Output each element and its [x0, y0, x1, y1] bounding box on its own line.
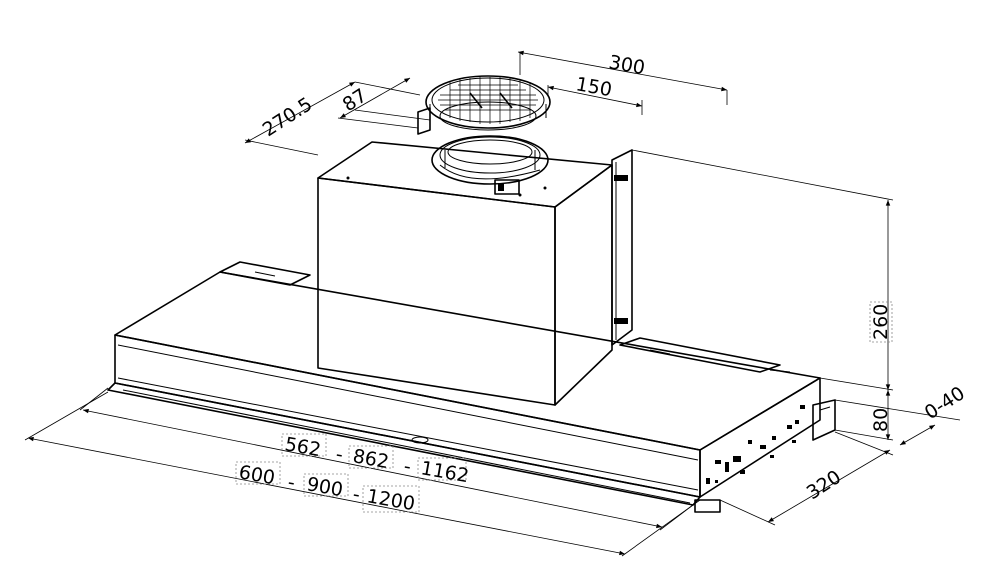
outer-width-1: 600 — [237, 461, 277, 489]
dim-87: 87 — [337, 77, 431, 129]
dim-150: 150 — [547, 73, 643, 115]
outer-width-3: 1200 — [365, 485, 416, 515]
dim-label-80: 80 — [870, 408, 892, 432]
duct-grille — [425, 75, 551, 131]
dim-80: 80 — [834, 389, 894, 441]
dim-label-320: 320 — [803, 466, 845, 504]
dim-label-150: 150 — [574, 73, 614, 101]
inner-width-3: 1162 — [419, 457, 470, 487]
dim-label-300: 300 — [607, 51, 647, 79]
dim-0-40: 0-40 — [834, 382, 969, 446]
dim-260: 260 — [631, 149, 894, 391]
dim-label-270: 270.5 — [259, 93, 317, 141]
chimney — [317, 107, 633, 406]
dim-label-260: 260 — [870, 304, 892, 340]
dim-320: 320 — [719, 431, 894, 526]
outer-sep-1: - — [286, 471, 297, 494]
inner-width-2: 862 — [351, 445, 391, 473]
outer-width-2: 900 — [305, 473, 345, 501]
inner-sep-2: - — [402, 455, 413, 478]
fan-outlet — [431, 135, 549, 195]
inner-width-1: 562 — [283, 433, 323, 461]
dim-outer-widths: 600 - 900 - 1200 — [24, 391, 701, 557]
outer-sep-2: - — [351, 483, 362, 506]
